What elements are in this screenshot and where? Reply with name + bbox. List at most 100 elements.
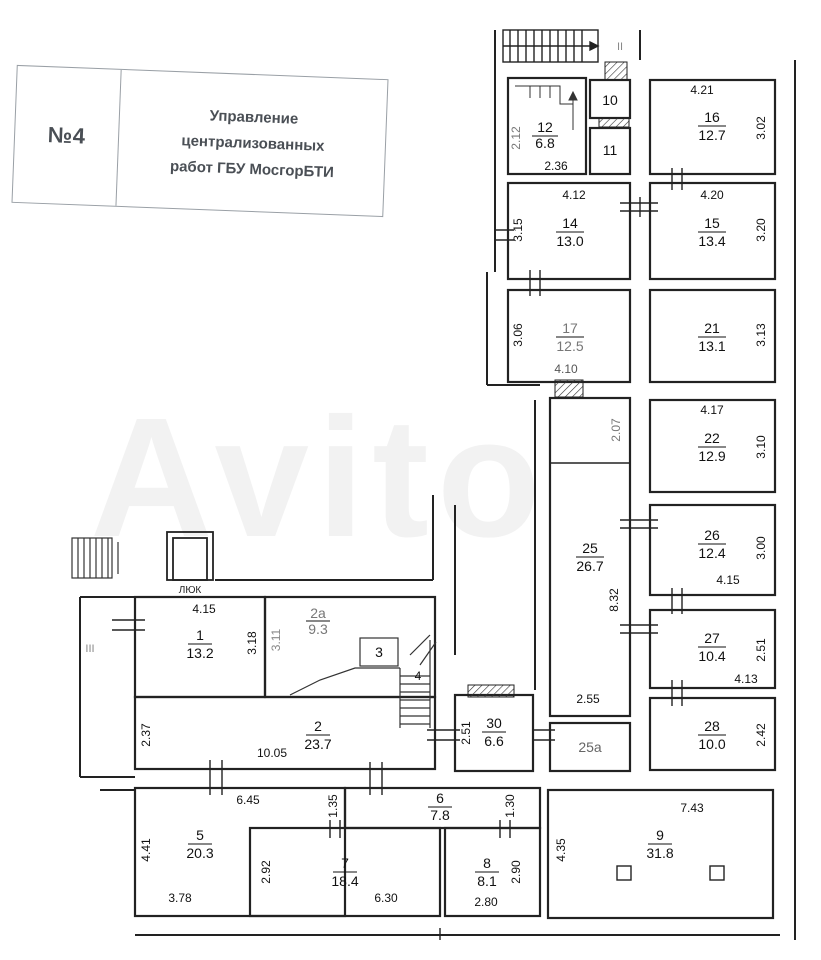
dim-4-20: 4.20 [700, 188, 724, 202]
room-22-area: 12.9 [698, 448, 725, 464]
room-9-column-right [709, 865, 725, 881]
room-25-wall [548, 396, 632, 718]
room-9-number: 9 [656, 827, 664, 843]
room-30-number: 30 [486, 715, 502, 731]
outer-walls [79, 30, 796, 940]
room-5-wall [133, 786, 347, 918]
dim-2-80: 2.80 [474, 895, 498, 909]
room-25-area: 26.7 [576, 558, 603, 574]
dim-1-30: 1.30 [503, 794, 517, 818]
room-28-number: 28 [704, 718, 720, 734]
dim-4-41: 4.41 [139, 838, 153, 862]
room-21-area: 13.1 [698, 338, 725, 354]
room-6-area: 7.8 [430, 807, 450, 823]
room-9-wall [546, 788, 775, 920]
room-15-wall [648, 181, 777, 281]
dim-3-13: 3.13 [754, 323, 768, 347]
left-stair [71, 537, 119, 579]
room-25a-wall [548, 721, 632, 773]
room-2-wall [133, 695, 437, 771]
room-21-number: 21 [704, 320, 720, 336]
dim-3-02: 3.02 [754, 116, 768, 140]
room-number-underlines [188, 125, 726, 873]
dim-4-35: 4.35 [554, 838, 568, 862]
room-10-number: 10 [602, 92, 618, 108]
bti-stamp: №4 Управление централизованных работ ГБУ… [11, 64, 389, 218]
dim-4-15: 4.15 [192, 602, 216, 616]
room-22-wall [648, 398, 777, 494]
room-8-number: 8 [483, 855, 491, 871]
dim-1-35: 1.35 [326, 794, 340, 818]
room-labels: 10 11 12 6.8 16 12.7 14 13.0 15 13.4 17 … [186, 92, 725, 889]
room-2-number: 2 [314, 718, 322, 734]
room-27-number: 27 [704, 630, 720, 646]
room-5-area: 20.3 [186, 845, 213, 861]
dim-6-30: 6.30 [374, 891, 398, 905]
dim-7-43: 7.43 [680, 801, 704, 815]
room-14-wall [506, 181, 632, 281]
room-26-number: 26 [704, 527, 720, 543]
room-walls [133, 76, 777, 920]
room-15-area: 13.4 [698, 233, 725, 249]
room-25-number: 25 [582, 540, 598, 556]
room-5-number: 5 [196, 827, 204, 843]
room-12-stair [515, 85, 578, 130]
room-7-area: 18.4 [331, 873, 358, 889]
dim-3-00: 3.00 [754, 536, 768, 560]
dim-2-90: 2.90 [509, 860, 523, 884]
room-25a-number: 25a [578, 739, 602, 755]
room-3-number: 3 [375, 644, 383, 660]
room-12-area: 6.8 [535, 135, 555, 151]
dim-2-36: 2.36 [544, 159, 568, 173]
room-2-area: 23.7 [304, 736, 331, 752]
door-marks [112, 168, 683, 940]
room-16-wall [648, 78, 777, 176]
room-9-column-left [616, 865, 632, 881]
stamp-number: №4 [12, 65, 122, 206]
stamp-text: Управление централизованных работ ГБУ Мо… [124, 100, 383, 188]
room-11-number: 11 [603, 142, 618, 158]
room-4-number: 4 [415, 669, 422, 683]
section-ii-label: II [617, 41, 623, 53]
dim-4-15-room26: 4.15 [716, 573, 740, 587]
dim-3-78: 3.78 [168, 891, 192, 905]
section-iii-label: III [85, 643, 94, 655]
room-8-area: 8.1 [477, 873, 497, 889]
dim-2-51-room27: 2.51 [754, 638, 768, 662]
room-4-stair [289, 634, 437, 728]
room-30-area: 6.6 [484, 733, 504, 749]
hatched-areas [467, 61, 630, 698]
dim-3-18: 3.18 [245, 631, 259, 655]
dim-4-17: 4.17 [700, 403, 724, 417]
room-28-wall [648, 696, 777, 772]
room-22-number: 22 [704, 430, 720, 446]
room-9-area: 31.8 [646, 845, 673, 861]
room-14-area: 13.0 [556, 233, 583, 249]
room-7-number: 7 [341, 855, 349, 871]
room-8-wall [443, 826, 542, 918]
dim-2-37: 2.37 [139, 723, 153, 747]
dim-6-45: 6.45 [236, 793, 260, 807]
dim-8-32: 8.32 [607, 588, 621, 612]
room-1-area: 13.2 [186, 645, 213, 661]
dim-2-92: 2.92 [259, 860, 273, 884]
dim-3-11: 3.11 [269, 628, 283, 651]
room-6-wall [343, 786, 542, 830]
hatch-shaft [166, 531, 214, 581]
dim-10-05: 10.05 [257, 746, 287, 760]
dim-3-06: 3.06 [511, 323, 525, 347]
dim-3-10: 3.10 [754, 435, 768, 459]
dim-2-55: 2.55 [576, 692, 600, 706]
dim-3-15: 3.15 [511, 218, 525, 242]
room-16-area: 12.7 [698, 127, 725, 143]
room-14-number: 14 [562, 215, 578, 231]
room-11-wall [588, 126, 632, 176]
room-26-wall [648, 503, 777, 597]
dim-2-51: 2.51 [459, 721, 473, 745]
dim-2-12: 2.12 [509, 126, 523, 150]
room-26-area: 12.4 [698, 545, 725, 561]
room-12-wall [506, 76, 588, 176]
dimension-labels: 4.21 3.02 2.12 2.36 4.12 3.15 4.20 3.20 … [139, 83, 768, 909]
room-17-area: 12.5 [556, 338, 583, 354]
